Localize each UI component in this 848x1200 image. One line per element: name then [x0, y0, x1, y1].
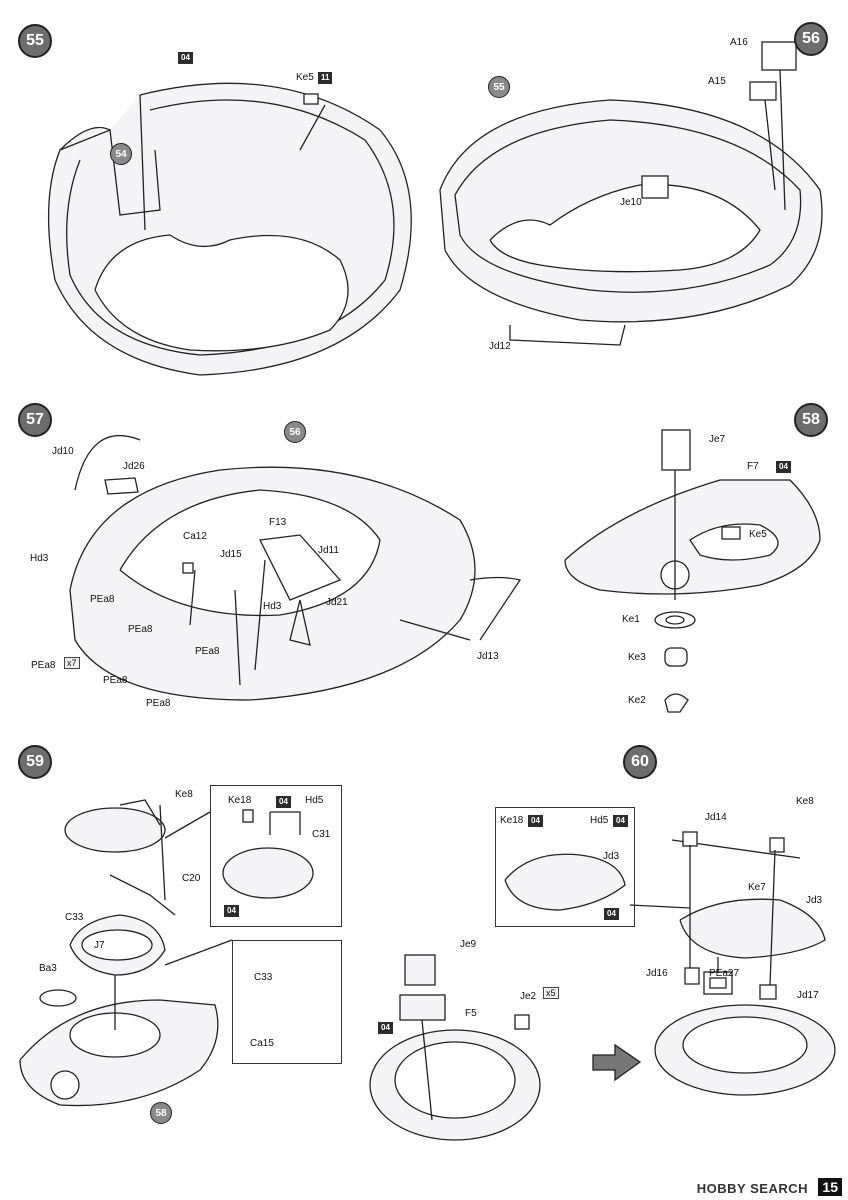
- step-60-part-ke7: Ke7: [748, 882, 766, 893]
- step-55-part-tag: 11: [318, 72, 333, 84]
- step-60-part-pea27: PEa27: [709, 968, 740, 979]
- page-number: 15: [818, 1178, 842, 1196]
- step-60-part-je9: Je9: [460, 939, 477, 950]
- step60-hatch-ring: [369, 831, 836, 1141]
- step-59-part-c20: C20: [182, 873, 201, 884]
- step-57-part-hd3b: Hd3: [263, 601, 282, 612]
- step-59-paint-tag-2: 04: [224, 905, 239, 917]
- step-59-ref-58: 58: [150, 1102, 172, 1124]
- step-56-ref-55: 55: [488, 76, 510, 98]
- step-59-inset-hatch: [210, 785, 342, 927]
- step-58-part-ke5: Ke5: [749, 529, 767, 540]
- step-60-part-jd3b: Jd3: [806, 895, 823, 906]
- step56-turret-shell: [439, 41, 823, 346]
- step-57-part-jd26: Jd26: [123, 461, 145, 472]
- step-57-count: x7: [64, 657, 80, 669]
- step-58-part-ke3: Ke3: [628, 652, 646, 663]
- step55-turret-shell: [47, 82, 412, 376]
- step-60-part-ke18: Ke18: [500, 815, 524, 826]
- step-57-part-jd11: Jd11: [318, 545, 339, 556]
- step-57-part-f13: F13: [269, 517, 287, 528]
- step-60-part-f5: F5: [465, 1008, 477, 1019]
- step-58-badge: 58: [794, 403, 828, 437]
- step-60-part-je2: Je2: [520, 991, 537, 1002]
- step-56-part-jd12: Jd12: [489, 341, 511, 352]
- step-58-part-je7: Je7: [709, 434, 726, 445]
- step-60-part-jd16: Jd16: [646, 968, 668, 979]
- step-59-part-ke18: Ke18: [228, 795, 252, 806]
- step-59-inset-detail: [232, 940, 342, 1064]
- step-55-paint-tag: 04: [178, 52, 193, 64]
- step-58-part-ke2: Ke2: [628, 695, 646, 706]
- step-57-part-jd13: Jd13: [477, 651, 499, 662]
- step-57-part-pea8: PEa8: [90, 594, 115, 605]
- step-60-part-hd5: Hd5: [590, 815, 609, 826]
- step59-hatch-assembly: [19, 799, 314, 1107]
- step-57-part-pea8: PEa8: [146, 698, 171, 709]
- step-59-part-ke8: Ke8: [175, 789, 193, 800]
- step-60-paint-tag-1: 04: [528, 815, 543, 827]
- step57-turret-roof: [69, 435, 522, 701]
- step-58-part-f7: F7: [747, 461, 759, 472]
- step-60-part-jd14: Jd14: [705, 812, 727, 823]
- watermark: HOBBY SEARCH: [696, 1181, 808, 1196]
- step-57-part-jd21: Jd21: [326, 597, 348, 608]
- step-58-part-ke1: Ke1: [622, 614, 640, 625]
- step-57-badge: 57: [18, 403, 52, 437]
- step-59-part-hd5: Hd5: [305, 795, 324, 806]
- step-57-part-pea8: PEa8: [128, 624, 153, 635]
- step-60-paint-tag-2: 04: [613, 815, 628, 827]
- step-56-badge: 56: [794, 22, 828, 56]
- step-60-count: x5: [543, 987, 559, 999]
- step-60-part-jd3: Jd3: [603, 851, 620, 862]
- step-56-part-je10: Je10: [620, 197, 642, 208]
- step-55-ref-54: 54: [110, 143, 132, 165]
- step-57-part-pea8: PEa8: [31, 660, 56, 671]
- step-59-part-c31: C31: [312, 829, 331, 840]
- step-57-part-pea8: PEa8: [103, 675, 128, 686]
- step-55-badge: 55: [18, 24, 52, 58]
- step-60-part-jd17: Jd17: [797, 990, 819, 1001]
- step-57-part-jd15: Jd15: [220, 549, 242, 560]
- step-59-part-ca15: Ca15: [250, 1038, 274, 1049]
- step-59-part-ba3: Ba3: [39, 963, 57, 974]
- step-57-part-pea8: PEa8: [195, 646, 220, 657]
- step-58-paint-tag: 04: [776, 461, 791, 473]
- step-57-part-ca12: Ca12: [183, 531, 207, 542]
- step-59-part-c33b: C33: [254, 972, 273, 983]
- step-60-part-ke8: Ke8: [796, 796, 814, 807]
- step-59-part-j7: J7: [94, 940, 105, 951]
- step-57-part-jd10: Jd10: [52, 446, 74, 457]
- step-60-inset-hatch: [495, 807, 635, 927]
- step-59-paint-tag-1: 04: [276, 796, 291, 808]
- step-59-badge: 59: [18, 745, 52, 779]
- step-55-part-ke5: Ke5: [296, 72, 314, 83]
- step-60-paint-tag-4: 04: [378, 1022, 393, 1034]
- step-60-badge: 60: [623, 745, 657, 779]
- step-59-part-c33: C33: [65, 912, 84, 923]
- step-57-ref-56: 56: [284, 421, 306, 443]
- step-60-paint-tag-3: 04: [604, 908, 619, 920]
- step58-floor-plate: [564, 429, 821, 713]
- step-56-part-a15: A15: [708, 76, 726, 87]
- step-56-part-a16: A16: [730, 37, 748, 48]
- step-57-part-hd3: Hd3: [30, 553, 49, 564]
